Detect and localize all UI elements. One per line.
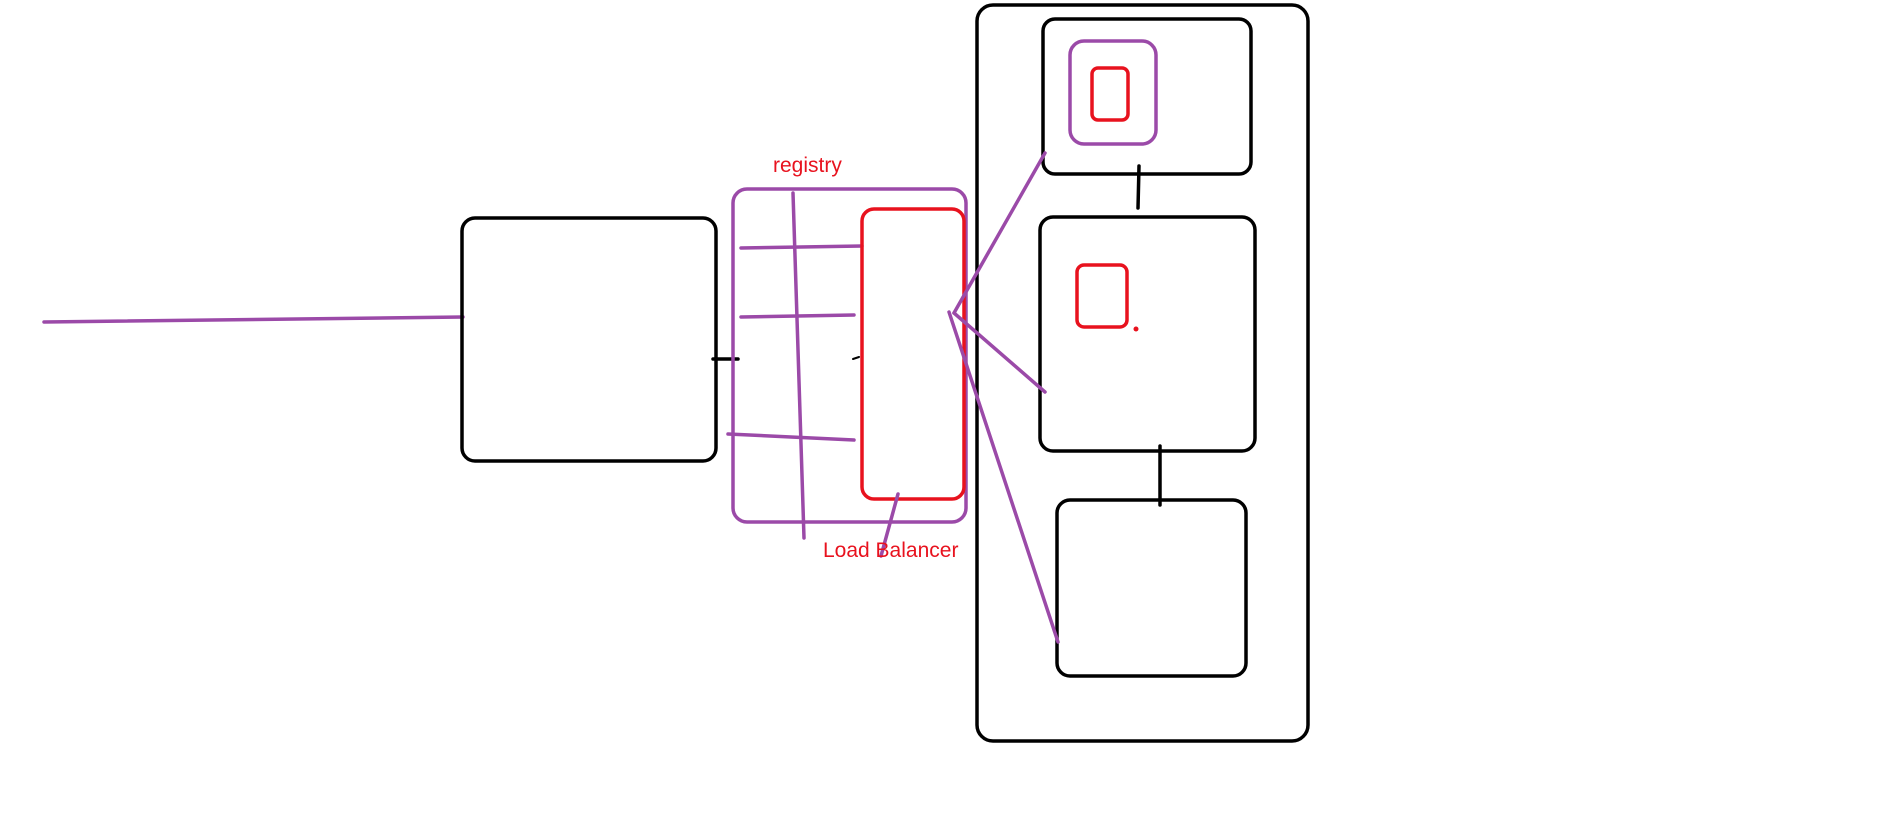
service-cluster-container: [975, 3, 1310, 743]
load-balancer-pointer-line: [879, 492, 900, 558]
registry-tick-mark: [852, 356, 860, 360]
service-node-bottom: [1055, 498, 1248, 678]
registry-row-line-3: [726, 432, 856, 442]
route-line-to-bottom-node: [947, 310, 1060, 644]
registry-label: registry: [773, 154, 842, 177]
load-balancer-box: [860, 207, 966, 501]
registry-divider-vertical: [791, 191, 806, 540]
registry-box: [731, 187, 968, 524]
load-balancer-label: Load Balancer: [823, 539, 958, 562]
service-node-top-inner-module: [1068, 39, 1158, 146]
service-node-top-instance: [1090, 66, 1130, 122]
incoming-connector-line: [42, 315, 465, 324]
registry-row-line-2: [739, 313, 856, 319]
node1-node2-connector: [1136, 164, 1141, 210]
route-line-to-middle-node: [952, 311, 1047, 394]
registry-row-line-1: [739, 244, 864, 250]
client-box: [460, 216, 718, 463]
route-line-to-top-node: [952, 151, 1047, 315]
service-node-middle-instance: [1075, 263, 1129, 329]
service-node-middle-dot: [1133, 326, 1139, 332]
service-node-middle: [1038, 215, 1257, 453]
service-node-top: [1041, 17, 1253, 176]
